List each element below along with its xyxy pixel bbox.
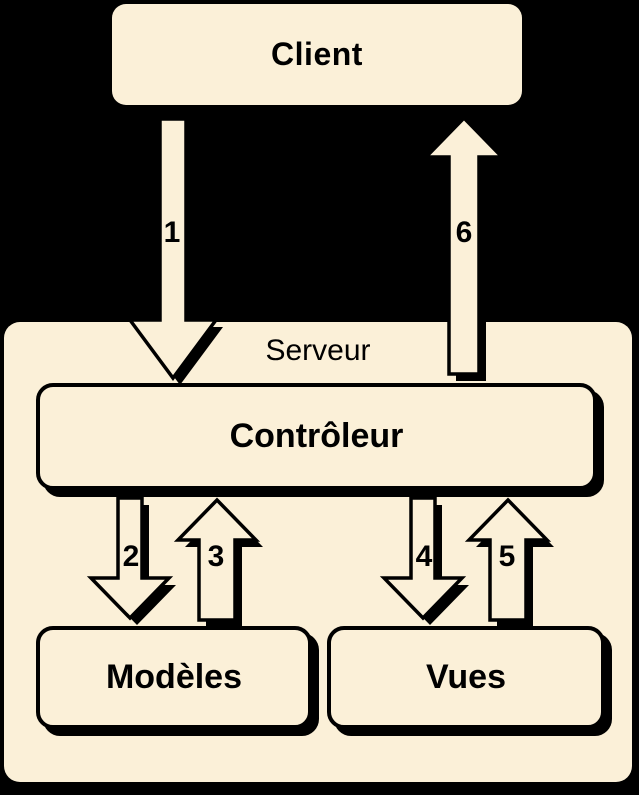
views-box: Vues [327, 626, 605, 729]
arrow-1-client-to-controller [126, 117, 220, 381]
arrow-1-number: 1 [163, 216, 181, 249]
arrow-2-controller-to-models [86, 496, 174, 621]
arrow-4-controller-to-views [379, 496, 467, 621]
arrow-6-controller-to-client [421, 115, 507, 376]
arrow-shapes [86, 115, 552, 622]
arrow-5-number: 5 [498, 540, 516, 573]
models-box: Modèles [36, 626, 312, 729]
arrow-2-number: 2 [122, 540, 140, 573]
views-label: Vues [425, 658, 506, 696]
arrow-3-models-to-controller [173, 497, 261, 622]
server-label: Serveur [265, 334, 371, 367]
client-label: Client [271, 36, 363, 72]
arrow-3-number: 3 [207, 540, 225, 573]
client-box: Client [112, 4, 522, 105]
arrow-5-views-to-controller [464, 497, 552, 622]
arrow-6-number: 6 [455, 216, 473, 249]
controller-label: Contrôleur [229, 417, 404, 455]
controller-box: Contrôleur [36, 383, 597, 490]
arrow-4-number: 4 [415, 540, 433, 573]
models-label: Modèles [105, 658, 243, 696]
